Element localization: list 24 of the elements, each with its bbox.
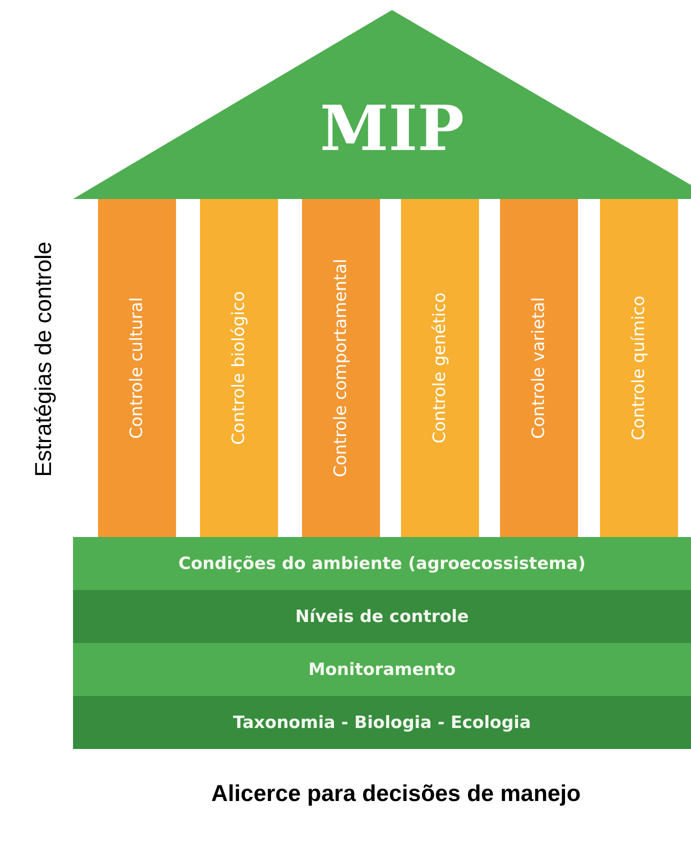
pillar-column <box>200 199 278 537</box>
pillar-label: Controle biológico <box>229 291 249 445</box>
pillar-column <box>98 199 176 537</box>
pillar-label: Controle comportamental <box>331 258 351 478</box>
bottom-caption: Alicerce para decisões de manejo <box>210 780 582 806</box>
pillar-label: Controle cultural <box>127 297 147 439</box>
roof-triangle <box>73 10 691 199</box>
pillar-column <box>500 199 578 537</box>
band-label: Monitoramento <box>307 660 457 680</box>
pillar-label: Controle químico <box>629 296 649 440</box>
pillar-label: Controle varietal <box>529 297 549 439</box>
pillar-column <box>600 199 678 537</box>
band-label: Taxonomia - Biologia - Ecologia <box>232 712 532 732</box>
band-label: Níveis de controle <box>294 606 470 626</box>
foundation-band <box>73 643 691 696</box>
foundation-band <box>73 696 691 749</box>
foundation-band <box>73 590 691 643</box>
pillar-column <box>401 199 479 537</box>
foundation-band <box>73 537 691 590</box>
band-label: Condições do ambiente (agroecossistema) <box>177 554 587 574</box>
roof-title: MIP <box>318 98 466 160</box>
pillar-label: Controle genético <box>430 292 450 444</box>
side-caption: Estratégias de controle <box>30 240 56 479</box>
pillar-column <box>302 199 380 537</box>
